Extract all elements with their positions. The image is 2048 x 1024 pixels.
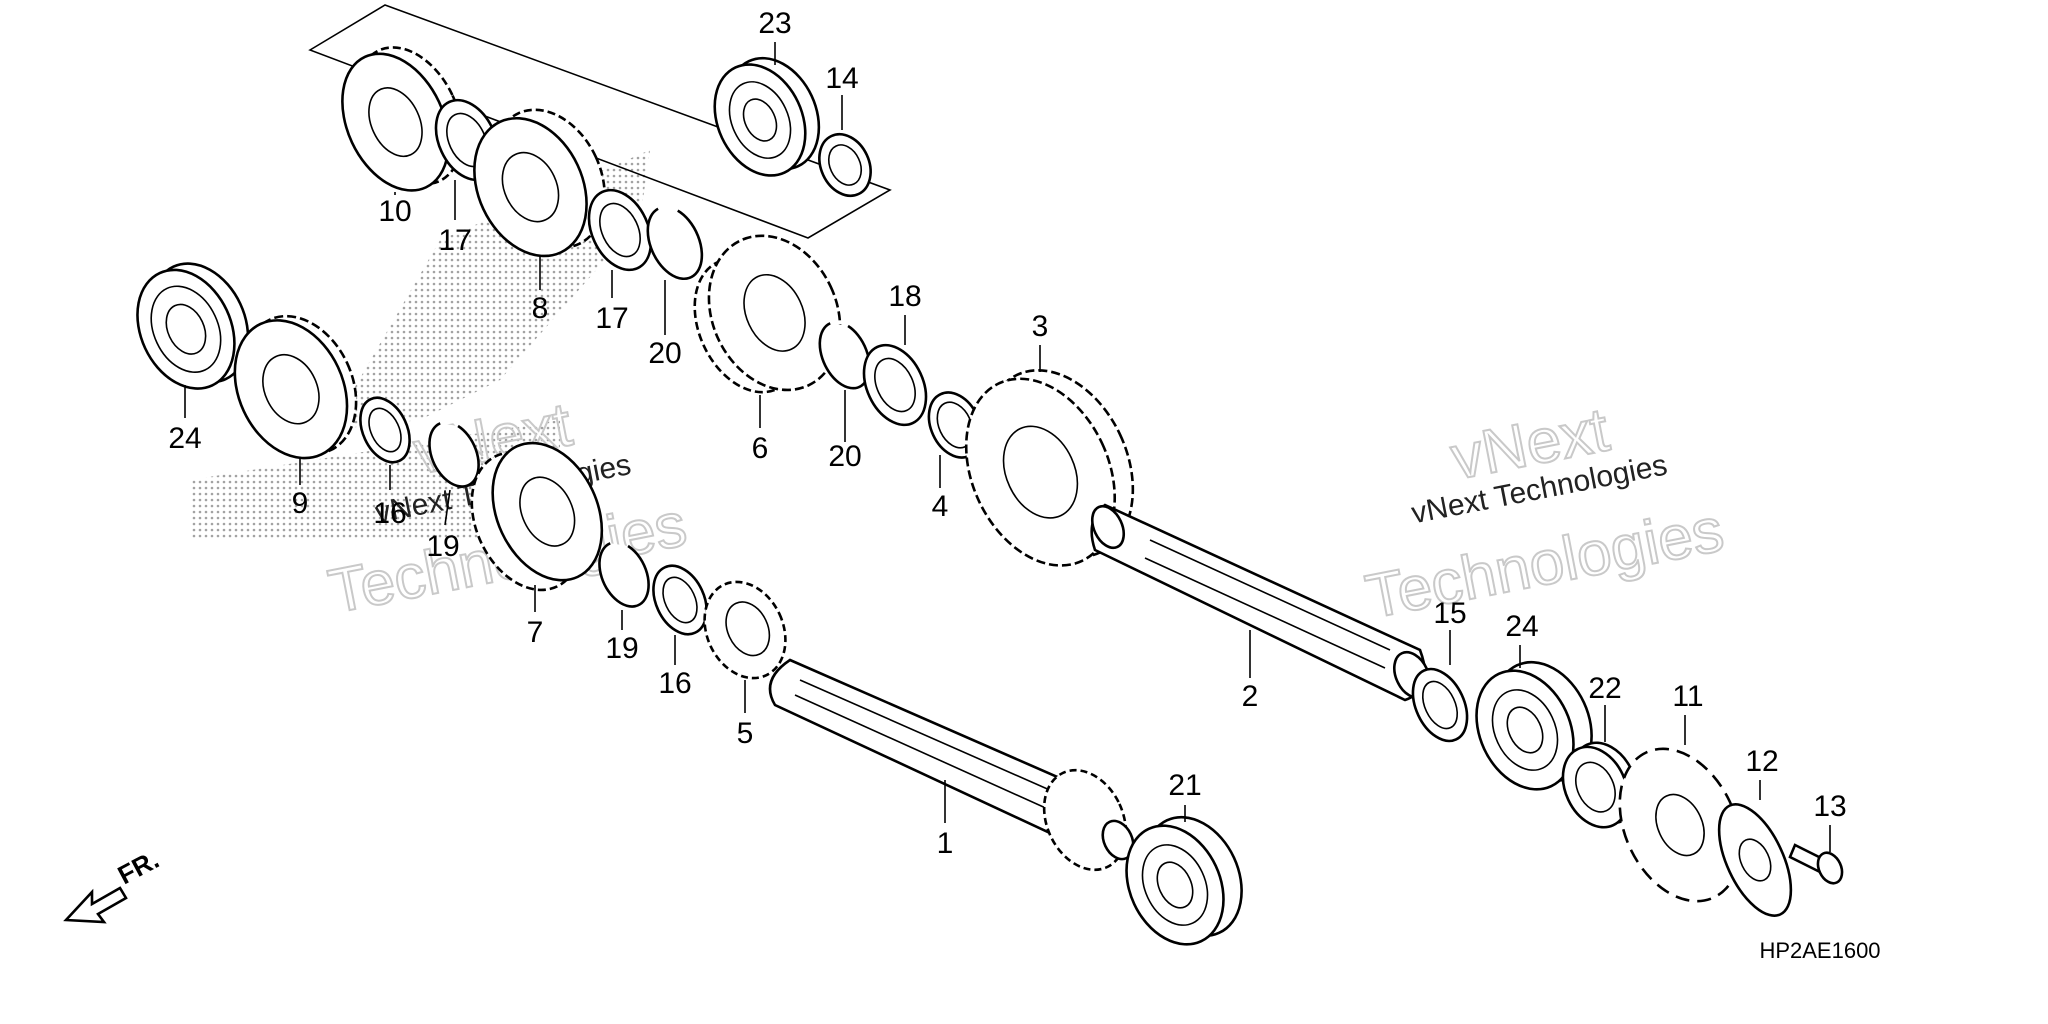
callout-19: 19	[605, 632, 638, 665]
callout-6: 6	[752, 432, 769, 465]
part-15-washer	[1411, 667, 1469, 743]
part-16-washer	[652, 564, 708, 636]
callout-17: 17	[438, 224, 471, 257]
part-9-gear	[233, 314, 358, 460]
callout-12: 12	[1745, 745, 1778, 778]
leader-lines	[184, 42, 1831, 852]
callout-23: 23	[758, 7, 791, 40]
part-12-fixing-plate	[1717, 803, 1793, 917]
callout-24: 24	[1505, 610, 1538, 643]
callout-24: 24	[168, 422, 201, 455]
part-1-main-shaft	[768, 658, 1135, 872]
callouts: 24 9 16 19 7 19 16 5 1 10 17 8 17 20 6 2…	[168, 7, 1846, 860]
callout-7: 7	[527, 616, 544, 649]
callout-2: 2	[1242, 680, 1259, 713]
callout-1: 1	[937, 827, 954, 860]
diagram-code: HP2AE1600	[1759, 938, 1880, 963]
watermark-right: Technologies vNext vNext Technologies	[1360, 394, 1730, 633]
callout-5: 5	[737, 717, 754, 750]
callout-16: 16	[373, 497, 406, 530]
callout-4: 4	[932, 490, 949, 523]
callout-3: 3	[1032, 310, 1049, 343]
part-8-gear	[473, 108, 606, 258]
callout-14: 14	[825, 62, 858, 95]
callout-19: 19	[426, 530, 459, 563]
part-19-circlip	[598, 542, 650, 608]
part-5-gear	[703, 580, 787, 680]
part-14-washer	[818, 132, 872, 198]
callout-21: 22	[1588, 672, 1621, 705]
part-24-bearing-right	[1475, 660, 1593, 791]
part-11-sprocket	[1618, 747, 1742, 903]
callout-22: 21	[1168, 769, 1201, 802]
callout-10: 10	[378, 195, 411, 228]
callout-20: 20	[828, 440, 861, 473]
part-16-washer	[359, 396, 411, 464]
part-21-oil-seal	[1561, 741, 1639, 829]
callout-17: 17	[595, 302, 628, 335]
part-13-bolt	[1788, 843, 1844, 885]
part-24-bearing-left	[136, 262, 250, 390]
part-18-washer	[862, 343, 928, 427]
callout-18: 18	[888, 280, 921, 313]
subassembly-frame	[308, 4, 892, 239]
part-22-bearing-bottom	[1125, 815, 1243, 946]
callout-20: 20	[648, 337, 681, 370]
part-10-gear	[341, 46, 464, 192]
callout-16: 16	[658, 667, 691, 700]
part-20-circlip	[646, 207, 704, 281]
callout-11: 11	[1672, 680, 1703, 713]
direction-label: FR.	[113, 844, 164, 890]
front-direction-arrow: FR.	[63, 844, 164, 924]
part-17-washer	[587, 188, 653, 272]
part-19-circlip	[428, 422, 480, 488]
callout-8: 8	[532, 292, 549, 325]
part-7-gear	[470, 441, 604, 592]
callout-9: 9	[292, 487, 309, 520]
callout-13: 13	[1813, 790, 1846, 823]
part-23-bearing-top	[713, 56, 821, 177]
part-20-circlip	[818, 322, 871, 390]
callout-15: 15	[1433, 597, 1466, 630]
part-6-gear	[693, 234, 842, 394]
